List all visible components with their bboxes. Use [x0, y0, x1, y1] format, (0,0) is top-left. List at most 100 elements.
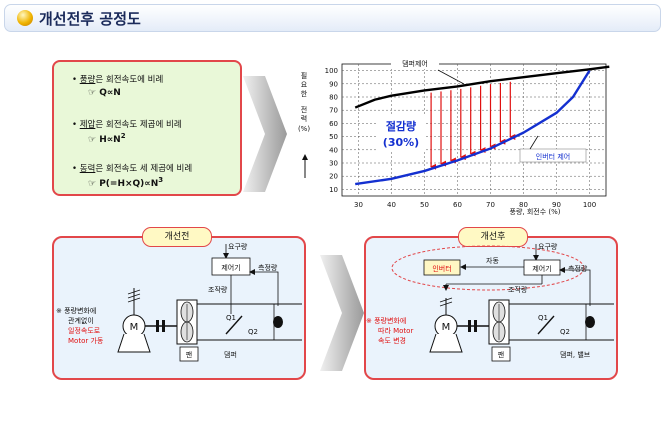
inverter-legend: 인버터 제어	[519, 135, 587, 163]
y-tick-label: 50	[329, 133, 338, 141]
y-tick-label: 90	[329, 80, 338, 88]
savings-label: 절감량 (30%)	[376, 116, 426, 152]
legend-inverter-label: 인버터 제어	[536, 152, 570, 161]
auto-label: 자동	[486, 256, 499, 265]
term-power: 동력	[79, 164, 96, 174]
feedback-line	[559, 267, 591, 306]
q1-label: Q1	[226, 314, 236, 322]
measured-label: 측정량	[258, 263, 278, 272]
x-axis-label: 풍량, 회전수 (%)	[510, 207, 561, 216]
before-note-line-1: ※ 풍량변화에	[56, 307, 97, 315]
y-tick-label: 100	[325, 67, 338, 75]
y-tick-label: 70	[329, 107, 338, 115]
dampers-legend: 댐퍼제어	[391, 57, 465, 85]
page-title: 개선전후 공정도	[39, 10, 141, 28]
before-title: 개선전	[142, 227, 212, 247]
x-tick-label: 30	[354, 201, 363, 209]
after-note-line-3: 속도 변경	[378, 337, 406, 345]
before-note-line-3: 일정속도로	[68, 327, 101, 335]
q1-label: Q1	[538, 314, 548, 322]
motor-label: M	[130, 322, 139, 333]
manipulated-label: 조작량	[508, 285, 528, 294]
before-note-line-2: 관계없이	[68, 317, 94, 325]
rule-power: 은 회전속도 세 제곱에 비례	[95, 164, 193, 174]
fan-label: 팬	[186, 350, 192, 359]
formula-airflow: ☞ Q∝N	[88, 88, 121, 98]
demand-label: 요구량	[538, 243, 558, 251]
term-pressure: 제압	[79, 120, 96, 130]
formula-power: ☞ P(=H×Q)∝N3	[88, 176, 164, 189]
power-line-icon	[439, 297, 453, 315]
formula-line-1: • 풍량은 회전속도에 비례	[72, 75, 164, 85]
before-note-line-4: Motor 가동	[68, 337, 104, 345]
controller-label: 제어기	[532, 264, 551, 273]
y-tick-label: 80	[329, 94, 338, 102]
y-axis-label: 필 요 한 전 력 (%)	[298, 71, 310, 133]
legend-damper-label: 댐퍼제어	[402, 59, 428, 68]
x-tick-label: 80	[519, 201, 528, 209]
rule-pressure: 은 회전속도 제곱에 비례	[95, 120, 182, 130]
after-note-line-2: 따라 Motor	[378, 327, 414, 335]
formula-line-3: • 동력은 회전속도 세 제곱에 비례	[72, 164, 193, 174]
inverter-label: 인버터	[432, 264, 451, 273]
y-axis-arrow-icon	[302, 154, 308, 178]
bullet-icon	[17, 10, 33, 26]
y-label-line-3: 한	[301, 90, 308, 98]
controller-label: 제어기	[221, 263, 240, 272]
fan-icon	[180, 301, 194, 343]
after-note: ※ 풍량변화에 따라 Motor 속도 변경	[366, 316, 413, 346]
fan-label: 팬	[498, 350, 504, 359]
y-tick-label: 60	[329, 120, 338, 128]
feedback-line	[249, 269, 279, 306]
damper-control-line	[354, 65, 610, 109]
inverter-highlight	[391, 245, 585, 291]
fan-icon	[492, 301, 506, 343]
demand-label: 요구량	[228, 243, 248, 251]
y-tick-label: 10	[329, 186, 338, 194]
term-airflow: 풍량	[79, 75, 96, 85]
y-label-line-5: 력	[301, 115, 307, 123]
x-tick-label: 60	[453, 201, 462, 209]
sensor-icon	[585, 316, 595, 328]
chart-ticks: 30 40 50 60 70 80 90 100 10 20 30 40 50 60 70 80 90 100	[325, 67, 597, 209]
power-line-icon	[127, 288, 141, 315]
rule-airflow: 은 회전속도에 비례	[95, 75, 164, 85]
formula-line-2: • 제압은 회전속도 제곱에 비례	[72, 120, 182, 130]
y-tick-label: 20	[329, 173, 338, 181]
y-label-line-4: 전	[301, 105, 307, 114]
power-chart: 30 40 50 60 70 80 90 100 10 20 30 40 50 60 70 80 90 100 필…	[298, 57, 610, 216]
before-note: ※ 풍량변화에 관계없이 일정속도로 Motor 가동	[56, 306, 103, 346]
savings-arrows	[430, 81, 516, 170]
motor-label: M	[442, 322, 451, 333]
y-label-line-6: (%)	[298, 125, 310, 133]
x-tick-label: 40	[387, 201, 396, 209]
arrow-right-icon	[320, 255, 364, 371]
sensor-icon	[273, 316, 283, 328]
formula-box: • 풍량은 회전속도에 비례 ☞ Q∝N • 제압은 회전속도 제곱에 비례 ☞…	[52, 60, 242, 196]
motor-icon: M	[429, 314, 489, 353]
manipulated-label: 조작량	[208, 285, 228, 294]
damper-icon	[225, 315, 243, 335]
page-header: 개선전후 공정도	[4, 4, 661, 32]
arrow-right-icon	[243, 76, 287, 192]
x-tick-label: 90	[552, 201, 561, 209]
q2-label: Q2	[560, 328, 570, 336]
inverter-control-line	[355, 69, 591, 186]
chart-series	[354, 65, 610, 186]
measured-label: 측정량	[568, 264, 588, 273]
x-tick-label: 100	[583, 201, 596, 209]
savings-percent: (30%)	[383, 136, 419, 149]
damper-label: 댐퍼, 밸브	[560, 350, 591, 359]
motor-icon: M	[117, 314, 177, 353]
damper-label: 댐퍼	[224, 350, 237, 359]
damper-icon	[537, 315, 555, 335]
after-diagram: 요구량 제어기 측정량 인버터 자동 조작량 Q1 Q2 M 팬 댐퍼, 밸브	[391, 243, 614, 362]
savings-text: 절감량	[386, 119, 416, 133]
x-tick-label: 70	[486, 201, 495, 209]
y-tick-label: 40	[329, 146, 338, 154]
q2-label: Q2	[248, 328, 258, 336]
y-tick-label: 30	[329, 160, 338, 168]
x-tick-label: 50	[420, 201, 429, 209]
after-note-line-1: ※ 풍량변화에	[366, 317, 407, 325]
formula-pressure: ☞ H∝N2	[88, 132, 126, 145]
